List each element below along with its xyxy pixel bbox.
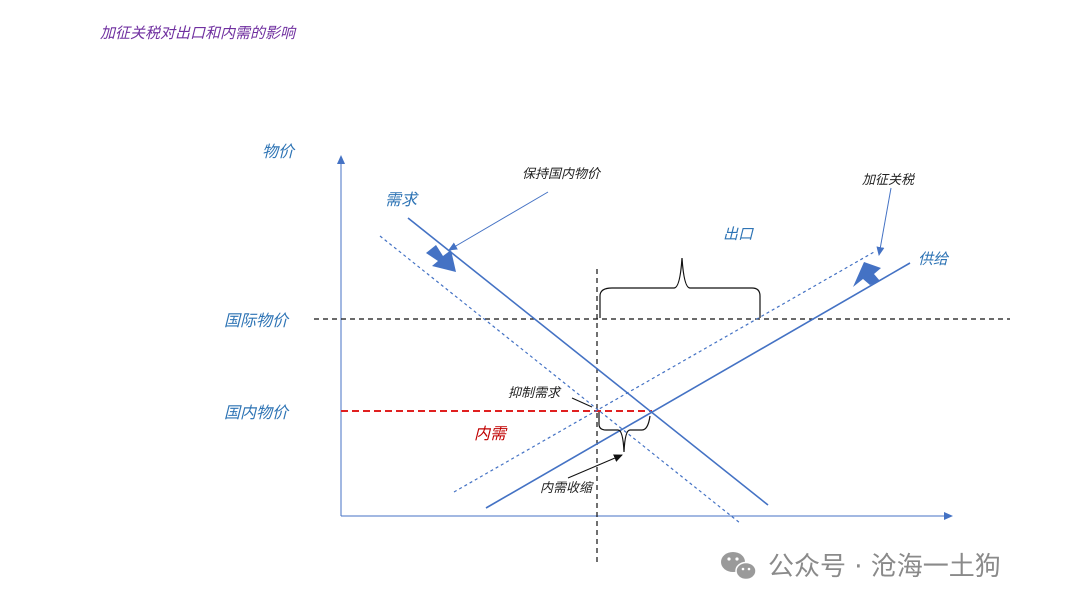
keep-price-label: 保持国内物价 (522, 167, 602, 182)
y-axis-label: 物价 (262, 142, 296, 161)
suppress-demand-label: 抑制需求 (508, 386, 562, 401)
supply-curve (485, 262, 911, 509)
shrink-pointer (567, 454, 623, 479)
demand-shrink-label: 内需收缩 (540, 481, 594, 496)
demand-shrink-brace (598, 412, 651, 453)
export-brace (599, 257, 761, 318)
keep-price-pointer (448, 191, 549, 251)
shifted-demand-curve (379, 235, 741, 524)
world-price-label: 国际物价 (224, 311, 290, 330)
shifted-supply-curve (453, 251, 875, 493)
domestic-price-label: 国内物价 (224, 403, 290, 422)
domestic-demand-label: 内需 (474, 424, 508, 443)
supply-label: 供给 (918, 250, 950, 268)
page-title: 加征关税对出口和内需的影响 (100, 24, 296, 42)
demand-curve (407, 217, 769, 506)
export-label: 出口 (723, 225, 754, 243)
watermark: 公众号 · 沧海一土狗 (721, 552, 1001, 582)
wechat-icon (721, 552, 757, 581)
watermark-text: 公众号 · 沧海一土狗 (768, 552, 1001, 582)
tariff-pointer (876, 187, 892, 256)
supply-shift-arrow-icon (853, 262, 881, 287)
demand-shift-arrow-icon (426, 245, 456, 272)
tariff-label: 加征关税 (862, 173, 916, 188)
demand-label: 需求 (385, 190, 419, 209)
suppress-pointer (571, 397, 593, 408)
